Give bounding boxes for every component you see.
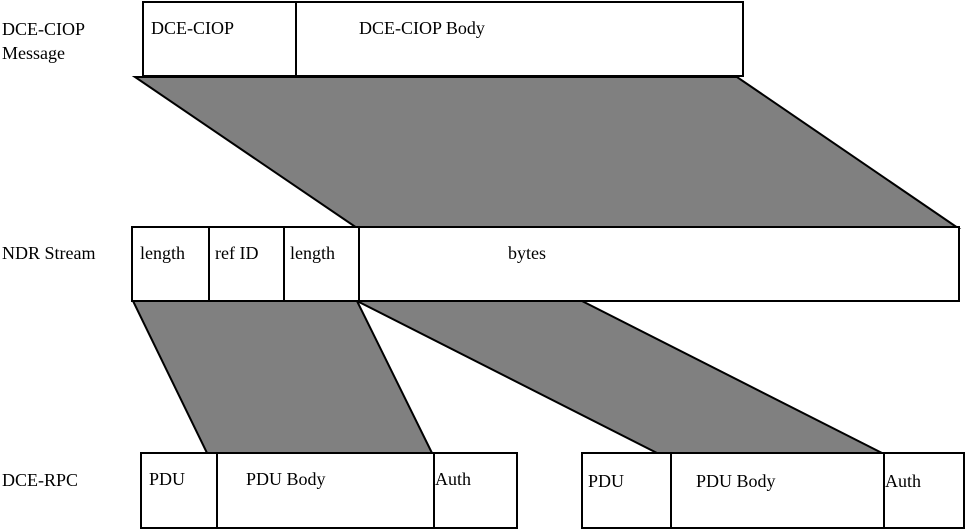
dce-rpc-right-box: PDU PDU Body Auth	[581, 452, 965, 529]
ndr-bytes-cell: bytes	[358, 228, 958, 300]
ndr-length2-cell: length	[283, 228, 358, 300]
dce-ciop-header-text: DCE-CIOP	[151, 18, 235, 38]
ciop-to-ndr-mapping	[131, 76, 962, 229]
rpc-right-pdu-cell: PDU	[583, 454, 670, 527]
rpc-right-body-cell: PDU Body	[670, 454, 883, 527]
rpc-left-body-cell: PDU Body	[216, 454, 433, 527]
dce-rpc-label: DCE-RPC	[2, 470, 79, 490]
rpc-left-body-text: PDU Body	[246, 469, 326, 489]
rpc-left-auth-text: Auth	[435, 469, 471, 489]
dce-ciop-body-cell: DCE-CIOP Body	[295, 3, 742, 75]
ndr-length2-text: length	[290, 243, 335, 263]
ndr-length1-text: length	[140, 243, 185, 263]
rpc-left-pdu-cell: PDU	[142, 454, 216, 527]
dce-ciop-body-text: DCE-CIOP Body	[359, 18, 485, 38]
rpc-right-body-text: PDU Body	[696, 471, 776, 491]
rpc-left-auth-cell: Auth	[433, 454, 516, 527]
ndr-stream-box: length ref ID length bytes	[131, 226, 960, 302]
ndr-ref-id-text: ref ID	[215, 243, 259, 263]
dce-ciop-message-label: DCE-CIOP Message	[2, 17, 85, 65]
ndr-stream-label: NDR Stream	[2, 243, 96, 263]
ndr-to-rpc-right-mapping	[356, 300, 883, 454]
ndr-ref-id-cell: ref ID	[208, 228, 283, 300]
dce-ciop-header-cell: DCE-CIOP	[144, 3, 295, 75]
rpc-right-auth-text: Auth	[885, 471, 921, 491]
dce-rpc-left-box: PDU PDU Body Auth	[140, 452, 518, 529]
dce-ciop-message-label-line1: DCE-CIOP	[2, 19, 86, 39]
dce-ciop-message-label-line2: Message	[2, 43, 65, 63]
dce-ciop-message-box: DCE-CIOP DCE-CIOP Body	[142, 1, 744, 77]
rpc-right-auth-cell: Auth	[883, 454, 963, 527]
ndr-to-rpc-left-mapping	[131, 300, 434, 454]
rpc-left-pdu-text: PDU	[149, 469, 186, 489]
rpc-right-pdu-text: PDU	[588, 471, 625, 491]
ndr-bytes-text: bytes	[508, 243, 546, 263]
ndr-length1-cell: length	[133, 228, 208, 300]
